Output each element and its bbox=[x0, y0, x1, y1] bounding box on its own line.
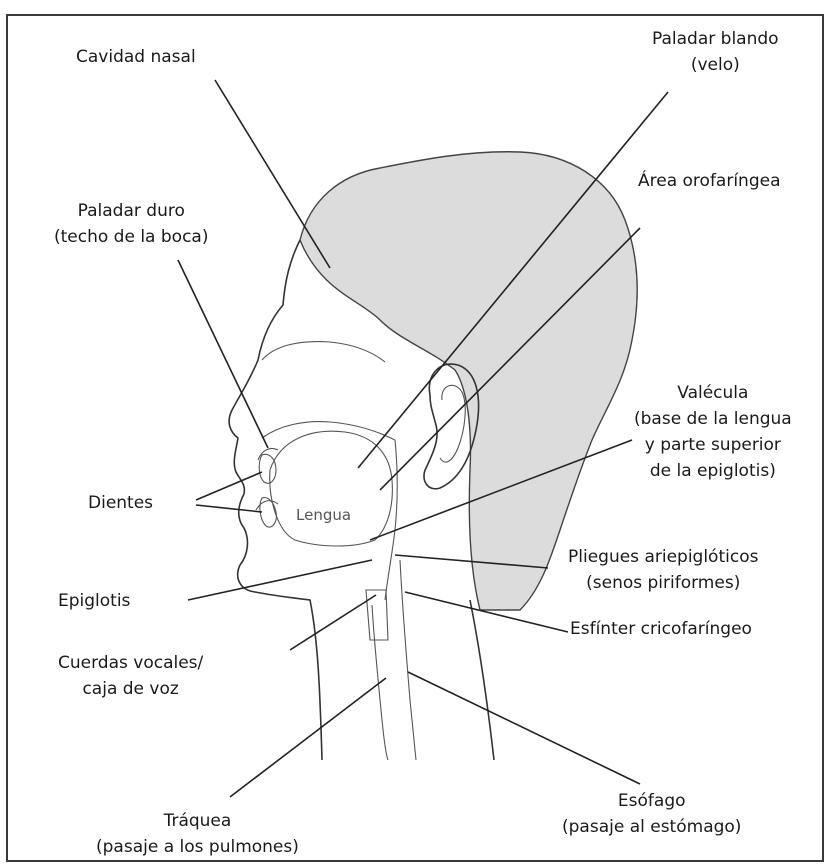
nasal-cavity-inner bbox=[262, 342, 385, 362]
upper-teeth bbox=[259, 454, 276, 483]
pharynx-wall bbox=[385, 440, 397, 600]
face-profile-outline bbox=[229, 240, 322, 760]
leader-dientes-lower bbox=[196, 505, 262, 512]
label-pliegues: Pliegues ariepiglóticos (senos piriforme… bbox=[568, 544, 758, 596]
leader-paladar-duro bbox=[178, 260, 268, 448]
tongue-label: Lengua bbox=[296, 506, 351, 524]
label-cuerdas: Cuerdas vocales/ caja de voz bbox=[58, 650, 203, 702]
neck-back-outline bbox=[470, 600, 494, 760]
hair-region bbox=[300, 152, 637, 610]
label-esfinter: Esfínter cricofaríngeo bbox=[570, 616, 752, 642]
larynx-outline bbox=[366, 590, 388, 640]
mouth-inner-curve bbox=[256, 448, 278, 510]
esophagus-line bbox=[400, 560, 416, 760]
label-dientes: Dientes bbox=[88, 490, 153, 516]
label-paladar-blando: Paladar blando (velo) bbox=[652, 26, 779, 78]
leader-dientes-upper bbox=[196, 472, 262, 500]
leader-traquea bbox=[230, 678, 386, 797]
label-paladar-duro: Paladar duro (techo de la boca) bbox=[54, 198, 208, 250]
label-epiglotis: Epiglotis bbox=[58, 588, 130, 614]
leader-cavidad-nasal bbox=[215, 80, 330, 268]
leader-cuerdas bbox=[290, 595, 376, 650]
label-valecula: Valécula (base de la lengua y parte supe… bbox=[634, 380, 792, 484]
ear-inner bbox=[440, 385, 465, 462]
label-traquea: Tráquea (pasaje a los pulmones) bbox=[96, 808, 299, 860]
leader-epiglotis bbox=[188, 560, 372, 600]
label-area-orofaringea: Área orofaríngea bbox=[638, 168, 781, 194]
label-esofago: Esófago (pasaje al estómago) bbox=[562, 788, 741, 840]
label-cavidad-nasal: Cavidad nasal bbox=[76, 44, 196, 70]
leader-esofago bbox=[408, 672, 640, 784]
